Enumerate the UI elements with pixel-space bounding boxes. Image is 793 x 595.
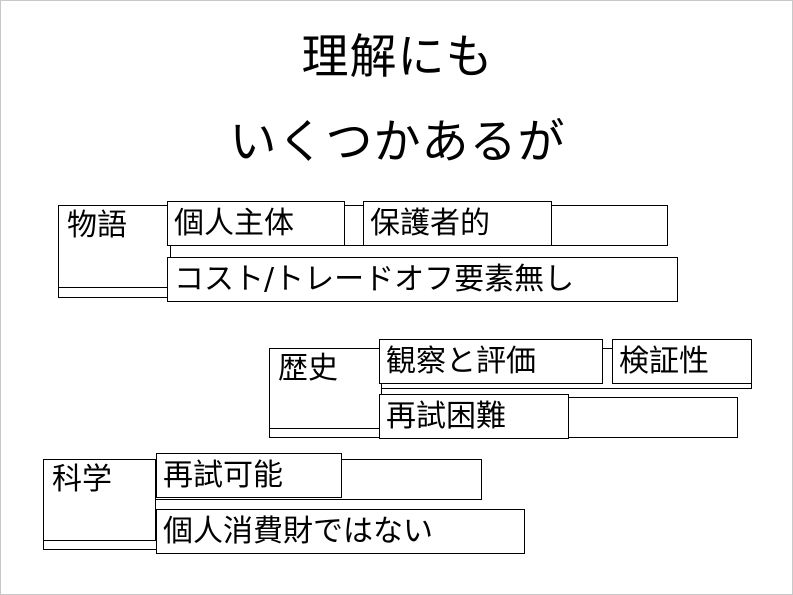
group-2-category-label: 歴史 (278, 351, 338, 386)
group-1-item-1-label: 個人主体 (174, 205, 294, 241)
group-1-item-3-label: コスト/トレードオフ要素無し (174, 261, 575, 297)
group-1-item-3-box[interactable]: コスト/トレードオフ要素無し (167, 257, 678, 302)
group-3-item-2-box[interactable]: 個人消費財ではない (156, 509, 525, 554)
group-2-item-1-box[interactable]: 観察と評価 (379, 339, 603, 384)
group-2-item-2-box[interactable]: 検証性 (612, 339, 752, 384)
group-2-item-3-label: 再試困難 (386, 398, 506, 434)
group-1-item-2-label: 保護者的 (370, 205, 490, 241)
group-2-item-3-box[interactable]: 再試困難 (379, 394, 569, 439)
group-3-item-1-box[interactable]: 再試可能 (156, 453, 342, 498)
group-3-item-1-label: 再試可能 (163, 457, 283, 493)
group-3-category-label: 科学 (52, 462, 112, 497)
group-3-category-box[interactable]: 科学 (43, 459, 156, 541)
group-2-category-box[interactable]: 歴史 (269, 348, 382, 429)
group-1-item-2-box[interactable]: 保護者的 (363, 201, 552, 246)
group-2-item-2-label: 検証性 (619, 343, 709, 379)
group-1-category-label: 物語 (67, 208, 127, 243)
group-2-item-1-label: 観察と評価 (386, 343, 536, 379)
group-1-item-1-box[interactable]: 個人主体 (167, 201, 345, 246)
group-3-item-2-label: 個人消費財ではない (163, 513, 433, 549)
slide-title-line-2: いくつかあるが (229, 115, 566, 170)
group-1-category-box[interactable]: 物語 (58, 205, 171, 288)
slide-title-line-1: 理解にも (301, 30, 494, 85)
